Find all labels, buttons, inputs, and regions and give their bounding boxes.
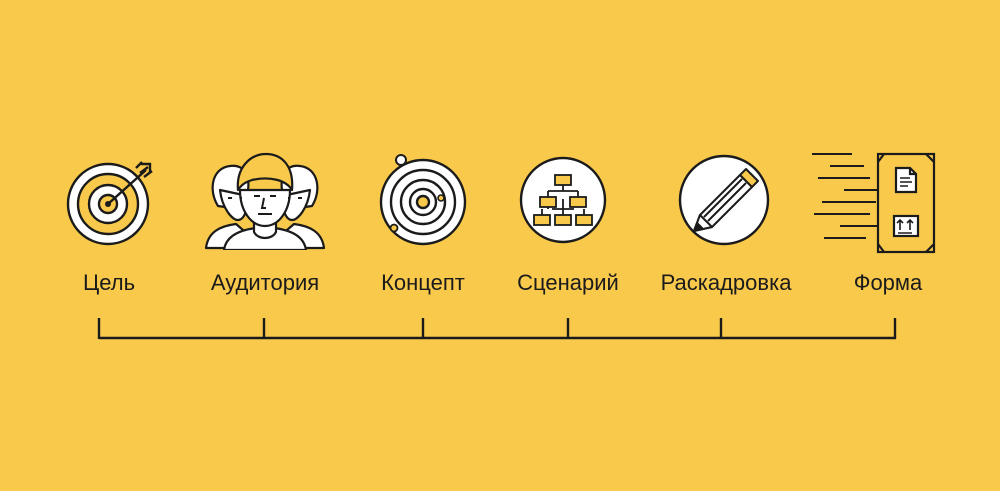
target-icon [66,161,153,246]
orbit-icon [379,154,467,246]
step-label-form: Форма [853,270,923,295]
step-label-concept: Концепт [381,270,465,295]
audience-icon [204,152,326,250]
step-label-goal: Цель [82,270,136,295]
pencil-icon [678,154,770,246]
step-label-scenario: Сценарий [517,270,619,295]
flowchart-icon [519,156,607,244]
package-icon [812,152,936,254]
step-label-storyboard: Раскадровка [660,270,792,295]
step-label-audience: Аудитория [210,270,320,295]
